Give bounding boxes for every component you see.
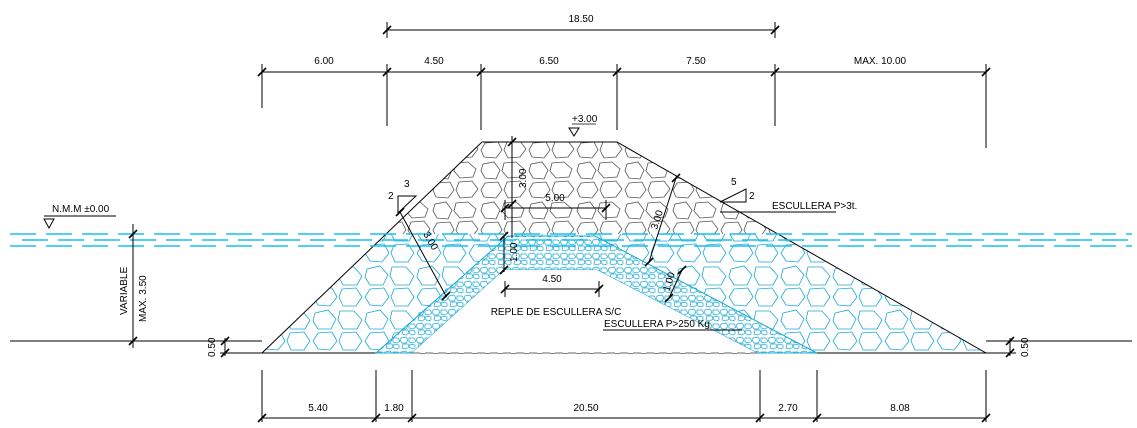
dim-core-top bbox=[500, 200, 611, 220]
dim-chain-bottom bbox=[257, 370, 991, 423]
dim-crest-height bbox=[507, 136, 517, 238]
left-slope-v: 2 bbox=[388, 191, 394, 202]
dim-top-1: 4.50 bbox=[424, 56, 444, 67]
right-slope-v: 2 bbox=[749, 191, 755, 202]
dim-chain-top bbox=[257, 64, 991, 148]
dim-top-4: MAX. 10.00 bbox=[854, 56, 907, 67]
dim-bottom-4: 8.08 bbox=[890, 403, 910, 414]
left-base-label: 0.50 bbox=[207, 337, 218, 357]
dim-left-slope-thickness bbox=[395, 207, 451, 301]
core-label: REPLE DE ESCULLERA S/C bbox=[491, 307, 622, 318]
left-slope-icon bbox=[397, 195, 418, 215]
core-height-label: 1.00 bbox=[509, 242, 520, 262]
sea-level-icon bbox=[43, 218, 55, 230]
armor-label: ESCULLERA P>3t. bbox=[772, 201, 857, 212]
water-surface bbox=[10, 233, 1132, 247]
right-slope-h: 5 bbox=[731, 177, 737, 188]
dim-water-depth bbox=[128, 224, 138, 348]
sea-level-label: N.M.M ±0.00 bbox=[52, 204, 110, 215]
water-depth-label: VARIABLE bbox=[119, 267, 130, 315]
dim-top-2: 6.50 bbox=[539, 56, 559, 67]
dim-total-top bbox=[382, 22, 780, 38]
right-base-label: 0.50 bbox=[1020, 337, 1031, 357]
dim-bottom-3: 2.70 bbox=[778, 403, 798, 414]
dim-right-slope-thickness bbox=[644, 173, 681, 267]
core-top-label: 5.00 bbox=[545, 193, 565, 204]
crest-level-icon bbox=[568, 127, 580, 137]
dim-bottom-2: 20.50 bbox=[573, 403, 598, 414]
dim-core-height bbox=[499, 231, 509, 275]
left-slope-h: 3 bbox=[404, 179, 410, 190]
core-base-label: 4.50 bbox=[542, 274, 562, 285]
dim-bottom-1: 1.80 bbox=[384, 403, 404, 414]
crest-height-label: 3.00 bbox=[518, 168, 529, 188]
filter-label: ESCULLERA P>250 Kg bbox=[604, 319, 710, 330]
dim-top-0: 6.00 bbox=[314, 56, 334, 67]
dim-left-base bbox=[220, 336, 262, 358]
water-depth-max: MAX. 3.50 bbox=[138, 275, 149, 322]
dim-bottom-0: 5.40 bbox=[308, 403, 328, 414]
crest-elevation-label: +3.00 bbox=[572, 114, 598, 125]
dim-right-base bbox=[986, 336, 1016, 358]
dim-total-label: 18.50 bbox=[568, 14, 593, 25]
dim-core-base bbox=[500, 281, 604, 297]
dim-filter-thickness bbox=[664, 265, 687, 303]
right-slope-icon bbox=[719, 188, 747, 203]
dim-top-3: 7.50 bbox=[686, 56, 706, 67]
core-fill bbox=[412, 270, 757, 353]
